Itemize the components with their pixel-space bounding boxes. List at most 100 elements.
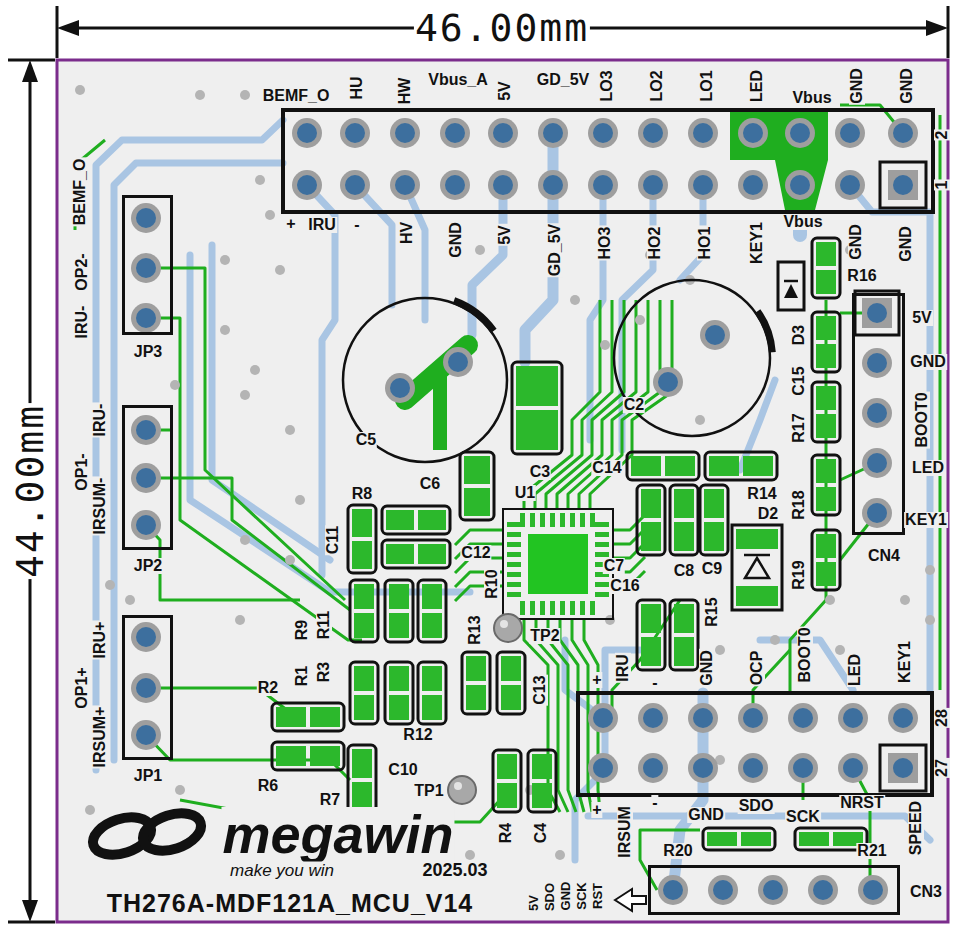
ic-pin — [595, 552, 609, 557]
smd-pad — [386, 510, 414, 530]
via — [125, 595, 135, 605]
silkscreen-label: BEMF_O — [262, 88, 331, 104]
smd-pad — [464, 456, 490, 484]
round-pad — [862, 498, 892, 528]
diode-symbol — [784, 284, 798, 298]
pad-hole — [445, 123, 465, 143]
pad-hole — [136, 627, 156, 647]
silkscreen-label: R1 — [294, 665, 310, 687]
ic-pin — [507, 562, 521, 567]
smd-pad — [736, 586, 778, 606]
pad-hole — [593, 123, 613, 143]
pad-hole — [743, 123, 763, 143]
round-pad — [788, 753, 818, 783]
via — [175, 785, 185, 795]
pad-hole — [390, 378, 410, 398]
component-outline — [528, 750, 556, 812]
pad-hole — [867, 353, 887, 373]
silkscreen-label: C16 — [609, 578, 640, 594]
component-outline — [637, 485, 665, 555]
node-outline — [446, 774, 478, 806]
silkscreen-label: R4 — [498, 822, 514, 844]
smd-pad — [354, 584, 374, 609]
pad-hole — [136, 258, 156, 278]
round-pad — [808, 875, 838, 905]
round-pad — [708, 875, 738, 905]
silkscreen-label: 5V — [911, 310, 933, 326]
smd-pad — [704, 522, 724, 551]
round-pad — [588, 118, 618, 148]
ic-pin — [507, 592, 521, 597]
pin1-arrow — [615, 889, 646, 911]
ic-outline: U1 — [502, 508, 614, 620]
silkscreen-label: R8 — [351, 486, 373, 502]
silkscreen-label: R18 — [791, 489, 807, 520]
smd-pad — [816, 414, 836, 438]
via — [255, 175, 265, 185]
round-pad — [131, 720, 161, 750]
pad-hole — [593, 708, 613, 728]
round-pad — [488, 118, 518, 148]
silkscreen-label: R2 — [257, 680, 279, 696]
component-outline — [418, 662, 446, 724]
silkscreen-label: R3 — [316, 661, 332, 683]
test-pad — [448, 776, 476, 804]
silkscreen-label: SDO — [738, 798, 775, 814]
ic-pads — [507, 513, 609, 615]
pad-hole — [843, 708, 863, 728]
smd-pad — [310, 707, 340, 727]
round-pad — [340, 170, 370, 200]
ic-pin — [560, 601, 565, 615]
ic-pin — [507, 552, 521, 557]
ic-pin — [520, 601, 525, 615]
round-pad — [835, 170, 865, 200]
round-pad — [785, 118, 815, 148]
silkscreen-label: HV — [399, 221, 415, 245]
pad-hole — [136, 678, 156, 698]
silkscreen-label: LO2 — [649, 69, 665, 102]
top-trace — [146, 525, 300, 600]
ic-pin — [507, 582, 521, 587]
component-outline — [705, 452, 777, 480]
component-outline — [812, 455, 840, 515]
reference-designator: CN4 — [867, 548, 901, 564]
vias — [75, 85, 935, 860]
component-outline — [812, 530, 840, 590]
connector-header: CN4 — [852, 293, 905, 535]
via — [235, 615, 245, 625]
smd-pad — [354, 613, 374, 638]
pad-hole — [713, 880, 733, 900]
pad-hole — [843, 758, 863, 778]
ic-pin — [580, 601, 585, 615]
silkscreen-label: LED — [911, 460, 945, 476]
smd-pad — [816, 459, 836, 483]
ic-pin — [550, 513, 555, 527]
connector-header: CN3 — [648, 865, 900, 915]
silkscreen-label: 5V — [497, 80, 513, 102]
silkscreen-label: IRU- — [74, 305, 90, 340]
via — [240, 390, 250, 400]
pad-hole — [867, 453, 887, 473]
silkscreen-label: R14 — [746, 486, 777, 502]
pad-hole — [658, 372, 678, 392]
reference-designator: TP2 — [529, 628, 560, 644]
ic-pin — [507, 572, 521, 577]
pad-hole — [705, 325, 725, 345]
pad-hole — [840, 175, 860, 195]
round-pad — [292, 170, 322, 200]
top-trace — [146, 735, 350, 780]
round-pad — [131, 673, 161, 703]
ic-pin — [570, 513, 575, 527]
smd-pad — [389, 613, 409, 638]
via — [570, 295, 580, 305]
silkscreen-label: C11 — [325, 525, 341, 555]
reference-designator: U1 — [514, 485, 536, 501]
ic-pin — [540, 513, 545, 527]
top-copper — [75, 105, 940, 890]
test-pad-shine — [454, 782, 462, 790]
smd-pad — [741, 832, 771, 846]
top-trace — [853, 768, 870, 880]
component-outline — [385, 662, 413, 724]
smd-pad — [276, 746, 306, 766]
smd-pad — [516, 410, 558, 450]
